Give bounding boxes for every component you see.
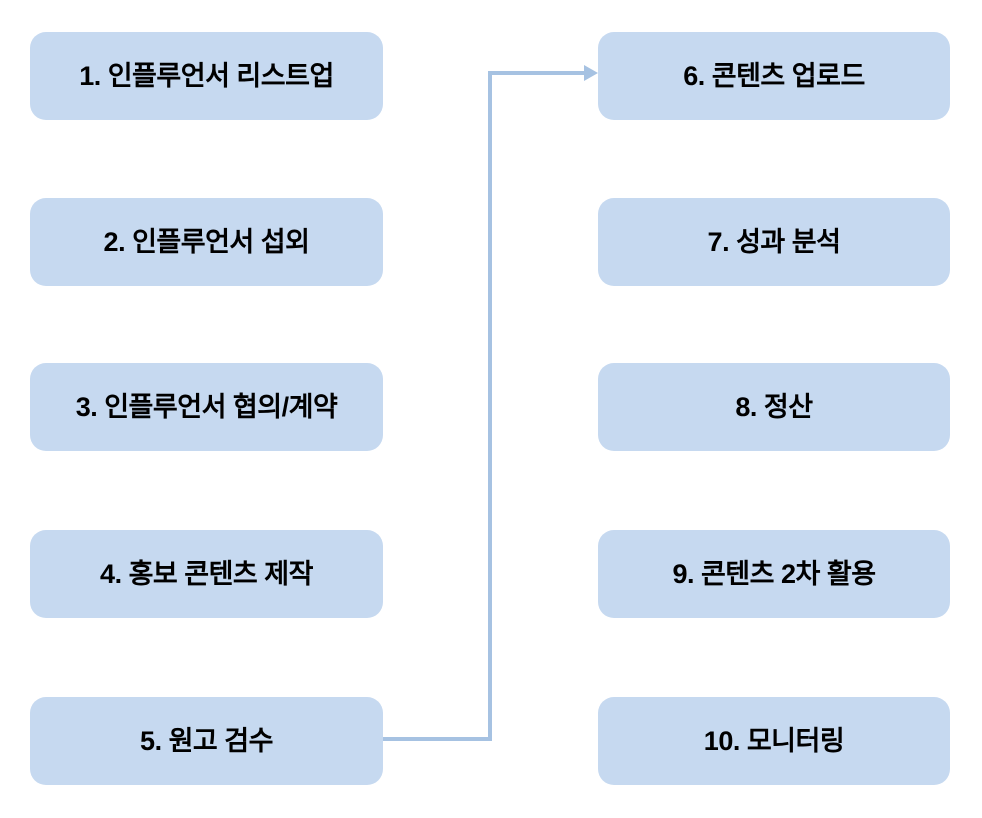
flow-step-label: 4. 홍보 콘텐츠 제작 — [100, 558, 313, 589]
connector-line — [383, 71, 584, 741]
flow-step-box-3: 3. 인플루언서 협의/계약 — [30, 363, 383, 451]
flow-step-box-6: 6. 콘텐츠 업로드 — [598, 32, 950, 120]
flow-step-label: 5. 원고 검수 — [140, 725, 273, 756]
connector-arrowhead-icon — [584, 65, 598, 81]
flow-step-box-10: 10. 모니터링 — [598, 697, 950, 785]
flow-step-label: 2. 인플루언서 섭외 — [103, 226, 310, 257]
flow-step-label: 3. 인플루언서 협의/계약 — [75, 391, 338, 422]
flow-step-box-5: 5. 원고 검수 — [30, 697, 383, 785]
flow-step-box-1: 1. 인플루언서 리스트업 — [30, 32, 383, 120]
flow-step-box-4: 4. 홍보 콘텐츠 제작 — [30, 530, 383, 618]
flow-step-label: 1. 인플루언서 리스트업 — [79, 60, 334, 91]
flow-step-box-8: 8. 정산 — [598, 363, 950, 451]
flow-step-box-9: 9. 콘텐츠 2차 활용 — [598, 530, 950, 618]
flow-step-label: 10. 모니터링 — [703, 725, 845, 756]
flow-step-label: 8. 정산 — [735, 391, 813, 422]
flow-step-box-2: 2. 인플루언서 섭외 — [30, 198, 383, 286]
flow-step-label: 9. 콘텐츠 2차 활용 — [672, 558, 876, 589]
flow-step-label: 7. 성과 분석 — [707, 226, 841, 257]
flow-step-box-7: 7. 성과 분석 — [598, 198, 950, 286]
flow-step-label: 6. 콘텐츠 업로드 — [683, 60, 865, 91]
